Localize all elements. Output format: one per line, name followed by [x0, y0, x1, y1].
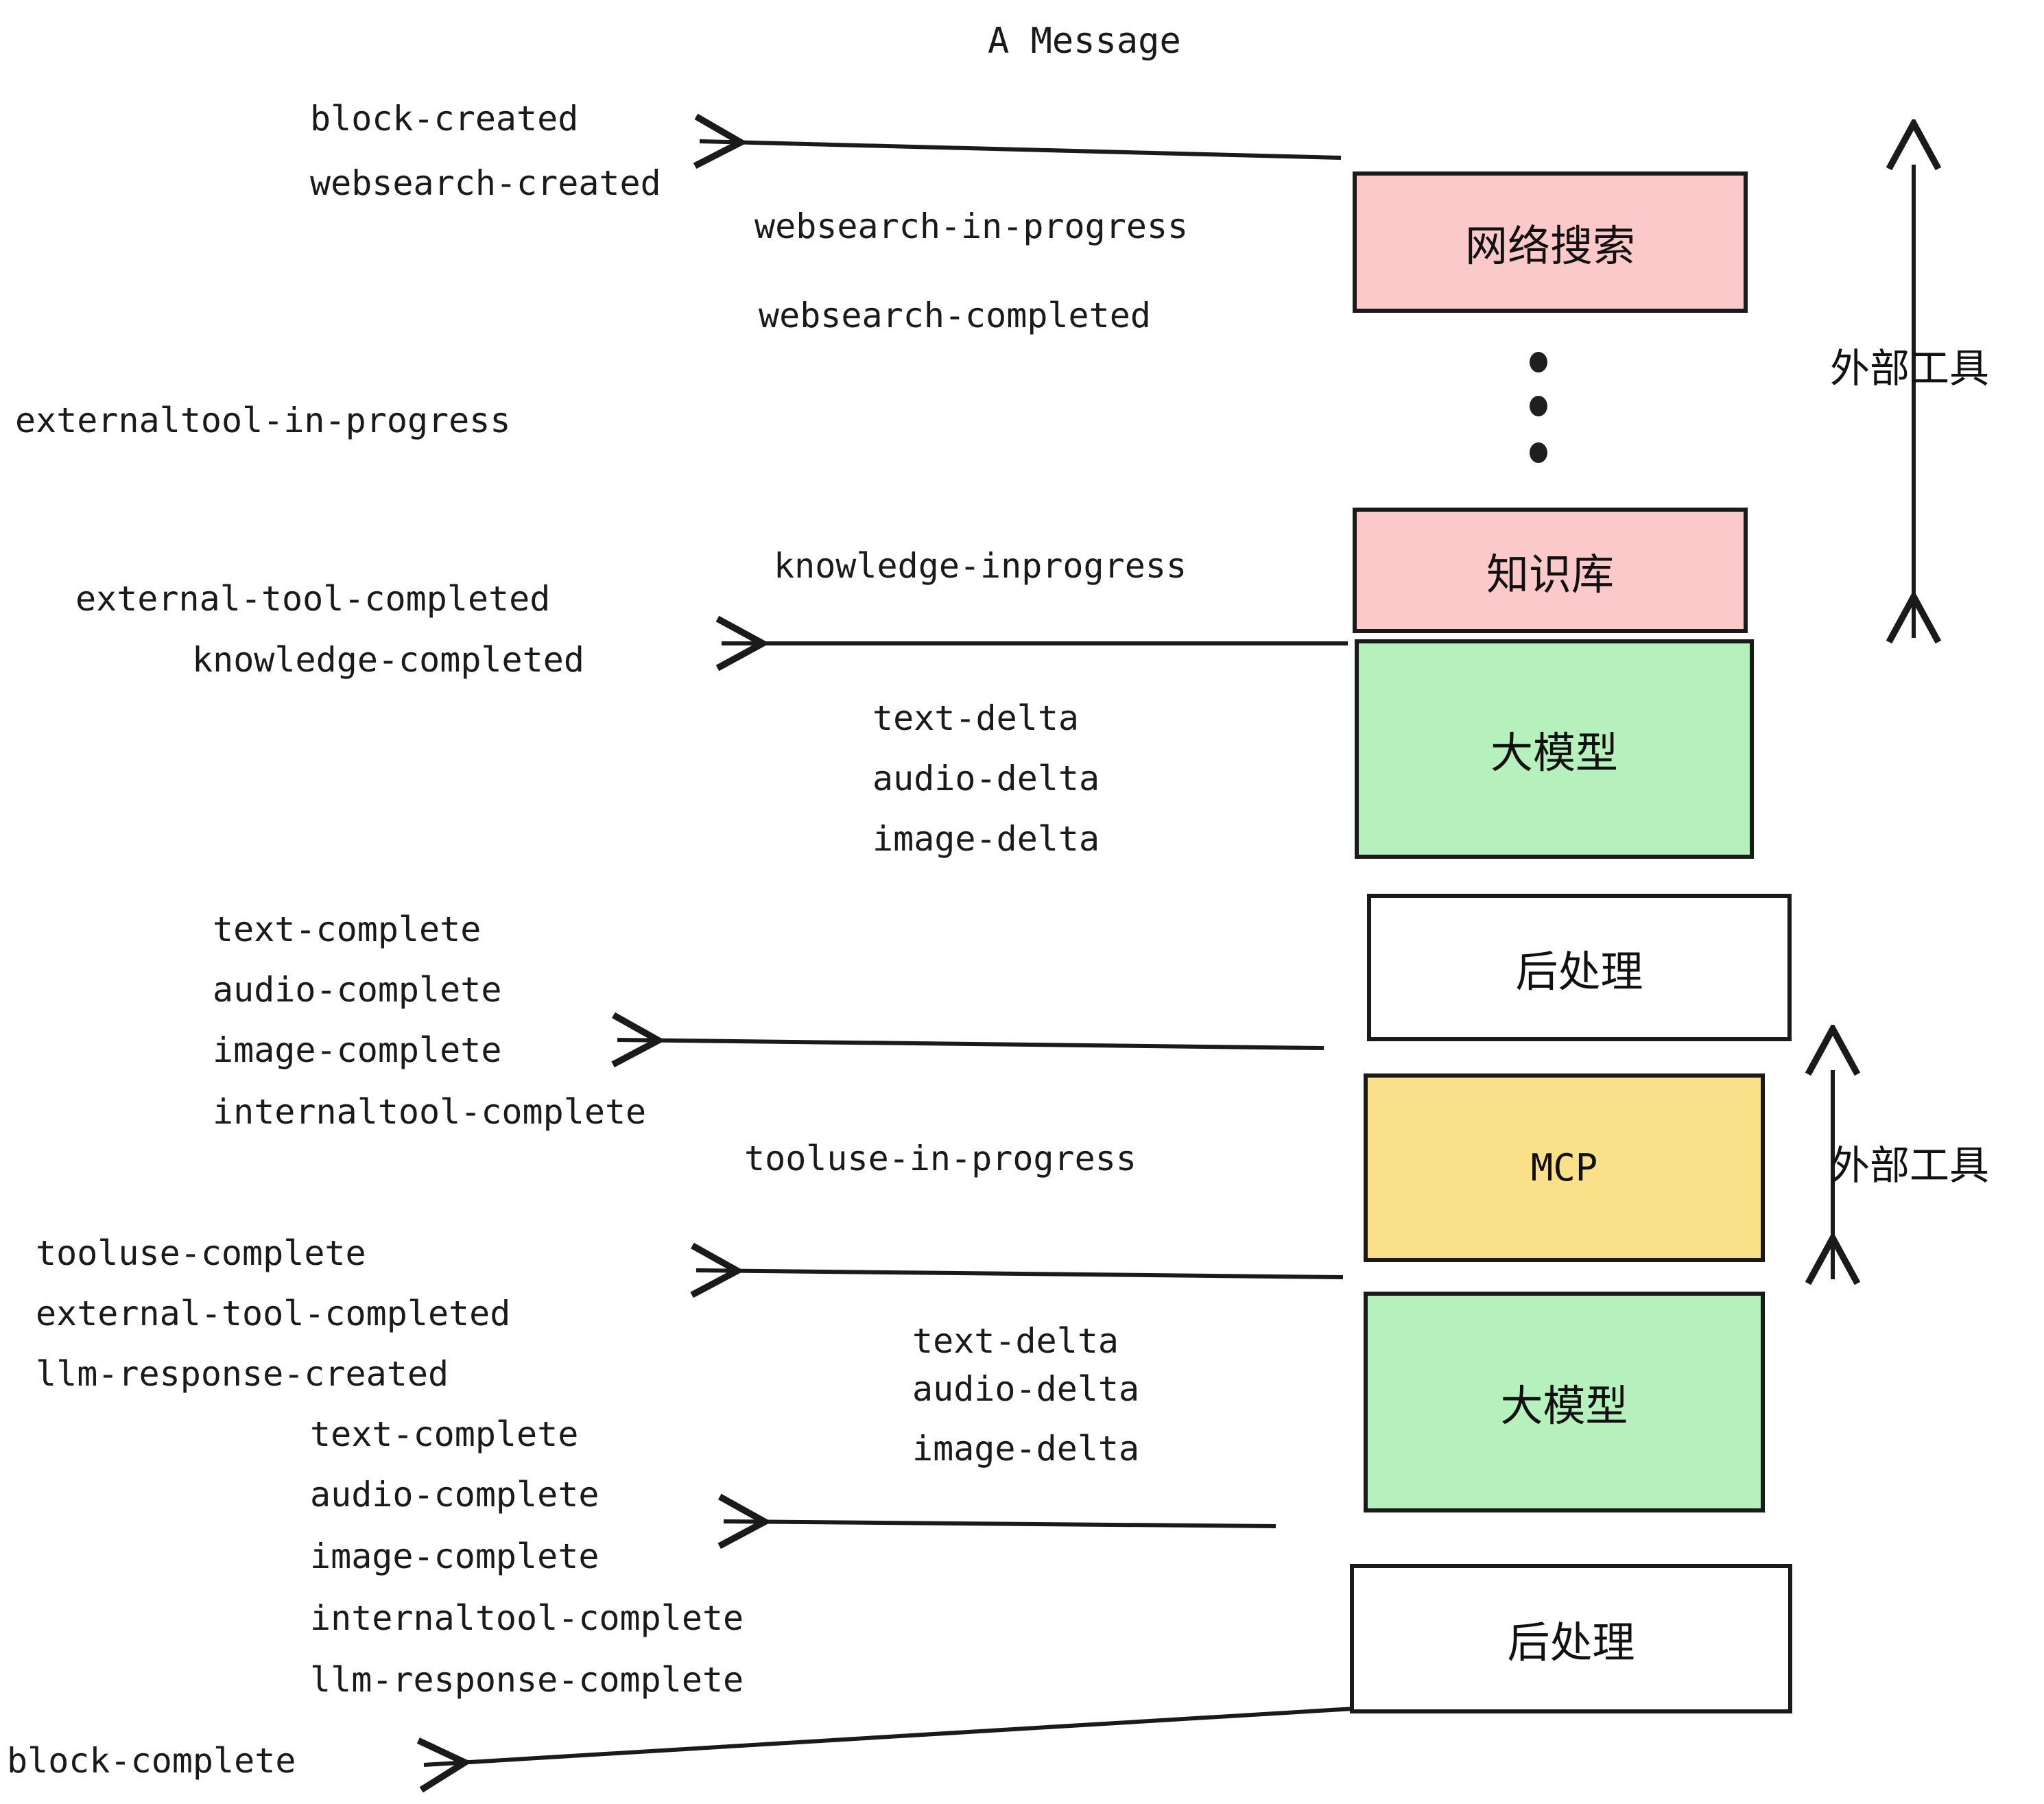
box-knowledge: 知识库 [1353, 508, 1748, 633]
event-text-complete-2: text-complete [310, 1414, 579, 1454]
box-postprocess-bottom: 后处理 [1350, 1564, 1792, 1713]
event-text-complete-1: text-complete [213, 910, 482, 949]
arrow-tooluse-complete [696, 1270, 1344, 1277]
arrow-audio-complete [724, 1521, 1276, 1526]
event-websearch-created: websearch-created [310, 163, 661, 203]
event-block-complete: block-complete [7, 1741, 296, 1781]
box-websearch: 网络搜索 [1353, 171, 1748, 313]
ellipsis-dot-icon [1530, 442, 1547, 463]
event-externaltool-in-progress: externaltool-in-progress [15, 401, 511, 440]
label-external-tools-bottom: 外部工具 [1830, 1142, 1990, 1189]
event-tooluse-in-progress: tooluse-in-progress [744, 1139, 1137, 1178]
event-text-delta-1: text-delta [872, 698, 1080, 738]
box-llm-bottom: 大模型 [1364, 1292, 1765, 1512]
label-external-tools-top: 外部工具 [1830, 345, 1990, 392]
event-image-delta-2: image-delta [912, 1429, 1140, 1469]
box-postprocess-top: 后处理 [1367, 894, 1792, 1041]
ellipsis-dot-icon [1530, 352, 1547, 372]
event-audio-delta-2: audio-delta [912, 1369, 1140, 1409]
ellipsis-dot-icon [1530, 396, 1547, 416]
event-audio-delta-1: audio-delta [872, 759, 1100, 798]
event-llm-response-created: llm-response-created [36, 1354, 449, 1394]
event-image-complete-1: image-complete [213, 1030, 502, 1070]
event-block-created: block-created [310, 99, 579, 139]
event-websearch-in-progress: websearch-in-progress [754, 206, 1189, 246]
event-websearch-completed: websearch-completed [759, 296, 1151, 335]
event-external-tool-completed-1: external-tool-completed [75, 579, 551, 619]
page-title: A Message [988, 21, 1181, 62]
arrow-block-complete [424, 1706, 1366, 1765]
event-tooluse-complete: tooluse-complete [36, 1233, 366, 1273]
event-text-delta-2: text-delta [912, 1321, 1119, 1361]
box-mcp: MCP [1364, 1073, 1765, 1262]
event-knowledge-completed: knowledge-completed [192, 640, 584, 680]
event-external-tool-completed-2: external-tool-completed [36, 1294, 511, 1333]
box-llm-top: 大模型 [1355, 639, 1754, 859]
event-audio-complete-2: audio-complete [310, 1475, 599, 1515]
arrow-image-complete [617, 1040, 1324, 1048]
event-audio-complete-1: audio-complete [213, 970, 502, 1010]
event-knowledge-inprogress: knowledge-inprogress [774, 546, 1187, 586]
event-image-complete-2: image-complete [310, 1536, 599, 1576]
event-llm-response-complete: llm-response-complete [310, 1660, 744, 1700]
arrow-block-created [700, 141, 1342, 158]
event-internaltool-complete-1: internaltool-complete [213, 1092, 647, 1132]
event-internaltool-complete-2: internaltool-complete [310, 1598, 744, 1638]
event-image-delta-1: image-delta [872, 819, 1100, 859]
